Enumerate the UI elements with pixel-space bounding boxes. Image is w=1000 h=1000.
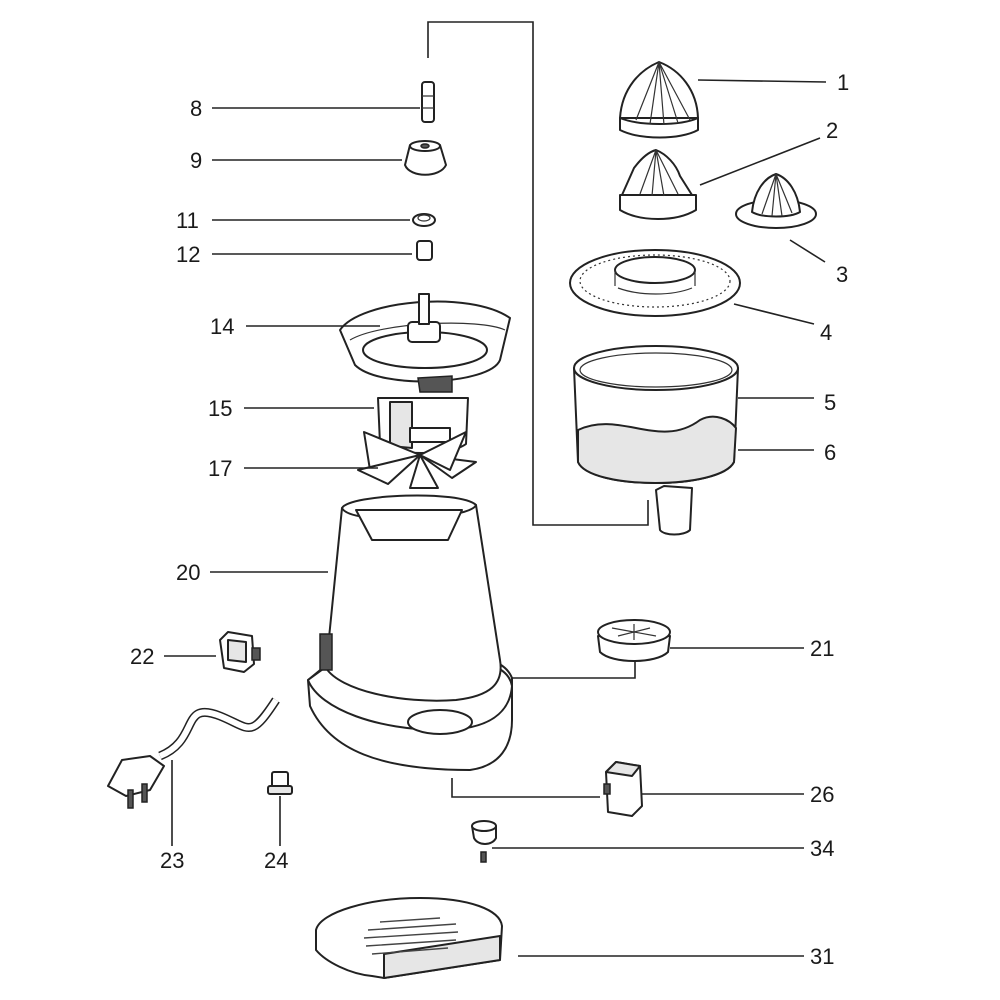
part-14-juice-bowl bbox=[339, 293, 511, 393]
part-22-switch bbox=[219, 631, 261, 673]
part-20-main-housing bbox=[307, 494, 513, 771]
part-3-small-reamer bbox=[735, 173, 817, 229]
part-5-6-juice-jug bbox=[573, 345, 739, 536]
label-5: 5 bbox=[824, 390, 836, 415]
label-6: 6 bbox=[824, 440, 836, 465]
label-17: 17 bbox=[208, 456, 232, 481]
leader-3 bbox=[789, 239, 826, 263]
part-9-drive-cap bbox=[404, 140, 447, 176]
label-9: 9 bbox=[190, 148, 202, 173]
part-8-shaft-pin bbox=[421, 81, 435, 123]
part-17-fan bbox=[357, 431, 477, 489]
label-12: 12 bbox=[176, 242, 200, 267]
label-34: 34 bbox=[810, 836, 834, 861]
part-2-medium-reamer bbox=[619, 149, 697, 220]
label-15: 15 bbox=[208, 396, 232, 421]
label-31: 31 bbox=[810, 944, 834, 969]
part-11-washer bbox=[412, 213, 436, 227]
part-4-strainer-ring bbox=[569, 249, 741, 317]
label-14: 14 bbox=[210, 314, 234, 339]
part-34-rubber-foot bbox=[471, 820, 497, 863]
leader-2 bbox=[699, 137, 821, 186]
label-22: 22 bbox=[130, 644, 154, 669]
part-31-base-plate bbox=[315, 897, 503, 979]
label-8: 8 bbox=[190, 96, 202, 121]
part-15-drive-hub bbox=[377, 397, 469, 454]
part-23-power-cord bbox=[107, 697, 280, 809]
part-1-large-reamer bbox=[619, 61, 699, 139]
label-21: 21 bbox=[810, 636, 834, 661]
label-1: 1 bbox=[837, 70, 849, 95]
base-guide-line-26 bbox=[451, 778, 600, 798]
leader-4 bbox=[733, 303, 815, 325]
leader-1 bbox=[697, 79, 827, 83]
label-2: 2 bbox=[826, 118, 838, 143]
label-3: 3 bbox=[836, 262, 848, 287]
label-24: 24 bbox=[264, 848, 288, 873]
part-26-capacitor bbox=[603, 761, 643, 817]
label-23: 23 bbox=[160, 848, 184, 873]
label-4: 4 bbox=[820, 320, 832, 345]
label-20: 20 bbox=[176, 560, 200, 585]
label-26: 26 bbox=[810, 782, 834, 807]
part-21-filter-cup bbox=[597, 619, 671, 662]
part-12-bushing bbox=[416, 240, 433, 261]
part-24-fuse-holder bbox=[267, 771, 293, 795]
label-11: 11 bbox=[176, 208, 199, 233]
assembly-guide-line bbox=[427, 21, 649, 526]
